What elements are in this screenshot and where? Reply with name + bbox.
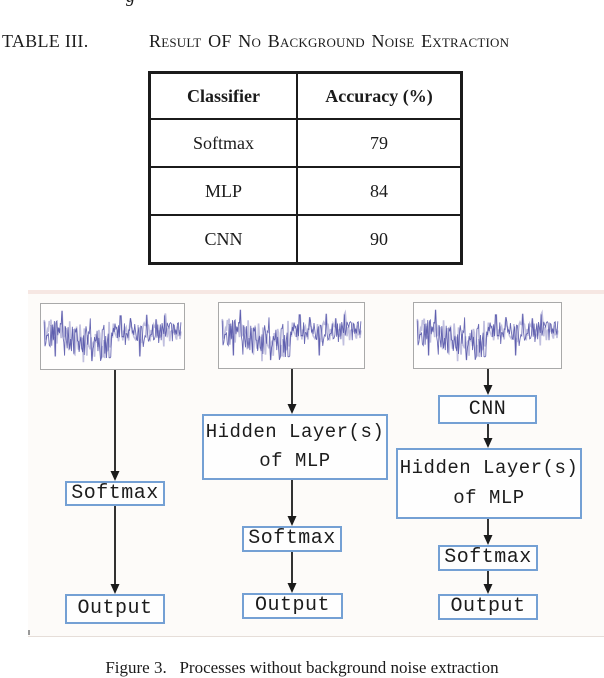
flow-box-softmax: Softmax [438, 545, 538, 571]
cell-classifier: CNN [148, 214, 298, 265]
flow-box-cnn: CNN [438, 395, 537, 424]
flow-box-softmax: Softmax [242, 526, 342, 552]
text-fragment-top: g [126, 0, 135, 7]
table-row: CNN 90 [148, 214, 463, 265]
table-label: TABLE III. [2, 31, 89, 51]
results-table: Classifier Accuracy (%) Softmax 79 MLP 8… [148, 71, 463, 265]
flow-box-output: Output [65, 594, 165, 624]
table-row: Softmax 79 [148, 118, 463, 168]
figure-edge-artifact [28, 290, 604, 294]
flow-box-hidden-mlp: Hidden Layer(s) of MLP [396, 448, 582, 519]
header-classifier: Classifier [148, 71, 298, 120]
cell-accuracy: 84 [296, 166, 463, 216]
table-header-row: Classifier Accuracy (%) [148, 71, 463, 120]
cell-classifier: MLP [148, 166, 298, 216]
figure-caption: Figure 3. Processes without background n… [105, 658, 499, 677]
waveform-panel [218, 302, 365, 369]
flow-box-output: Output [438, 594, 538, 620]
figure-corner-artifact [28, 630, 30, 635]
cell-accuracy: 90 [296, 214, 463, 265]
header-accuracy: Accuracy (%) [296, 71, 463, 120]
cell-accuracy: 79 [296, 118, 463, 168]
flow-box-softmax: Softmax [65, 481, 165, 506]
waveform-panel [40, 303, 185, 370]
table-title: Result OF No Background Noise Extraction [149, 31, 510, 51]
flow-box-hidden-mlp: Hidden Layer(s) of MLP [202, 414, 388, 480]
flow-box-output: Output [242, 593, 343, 619]
table-row: MLP 84 [148, 166, 463, 216]
cell-classifier: Softmax [148, 118, 298, 168]
waveform-panel [413, 302, 562, 369]
